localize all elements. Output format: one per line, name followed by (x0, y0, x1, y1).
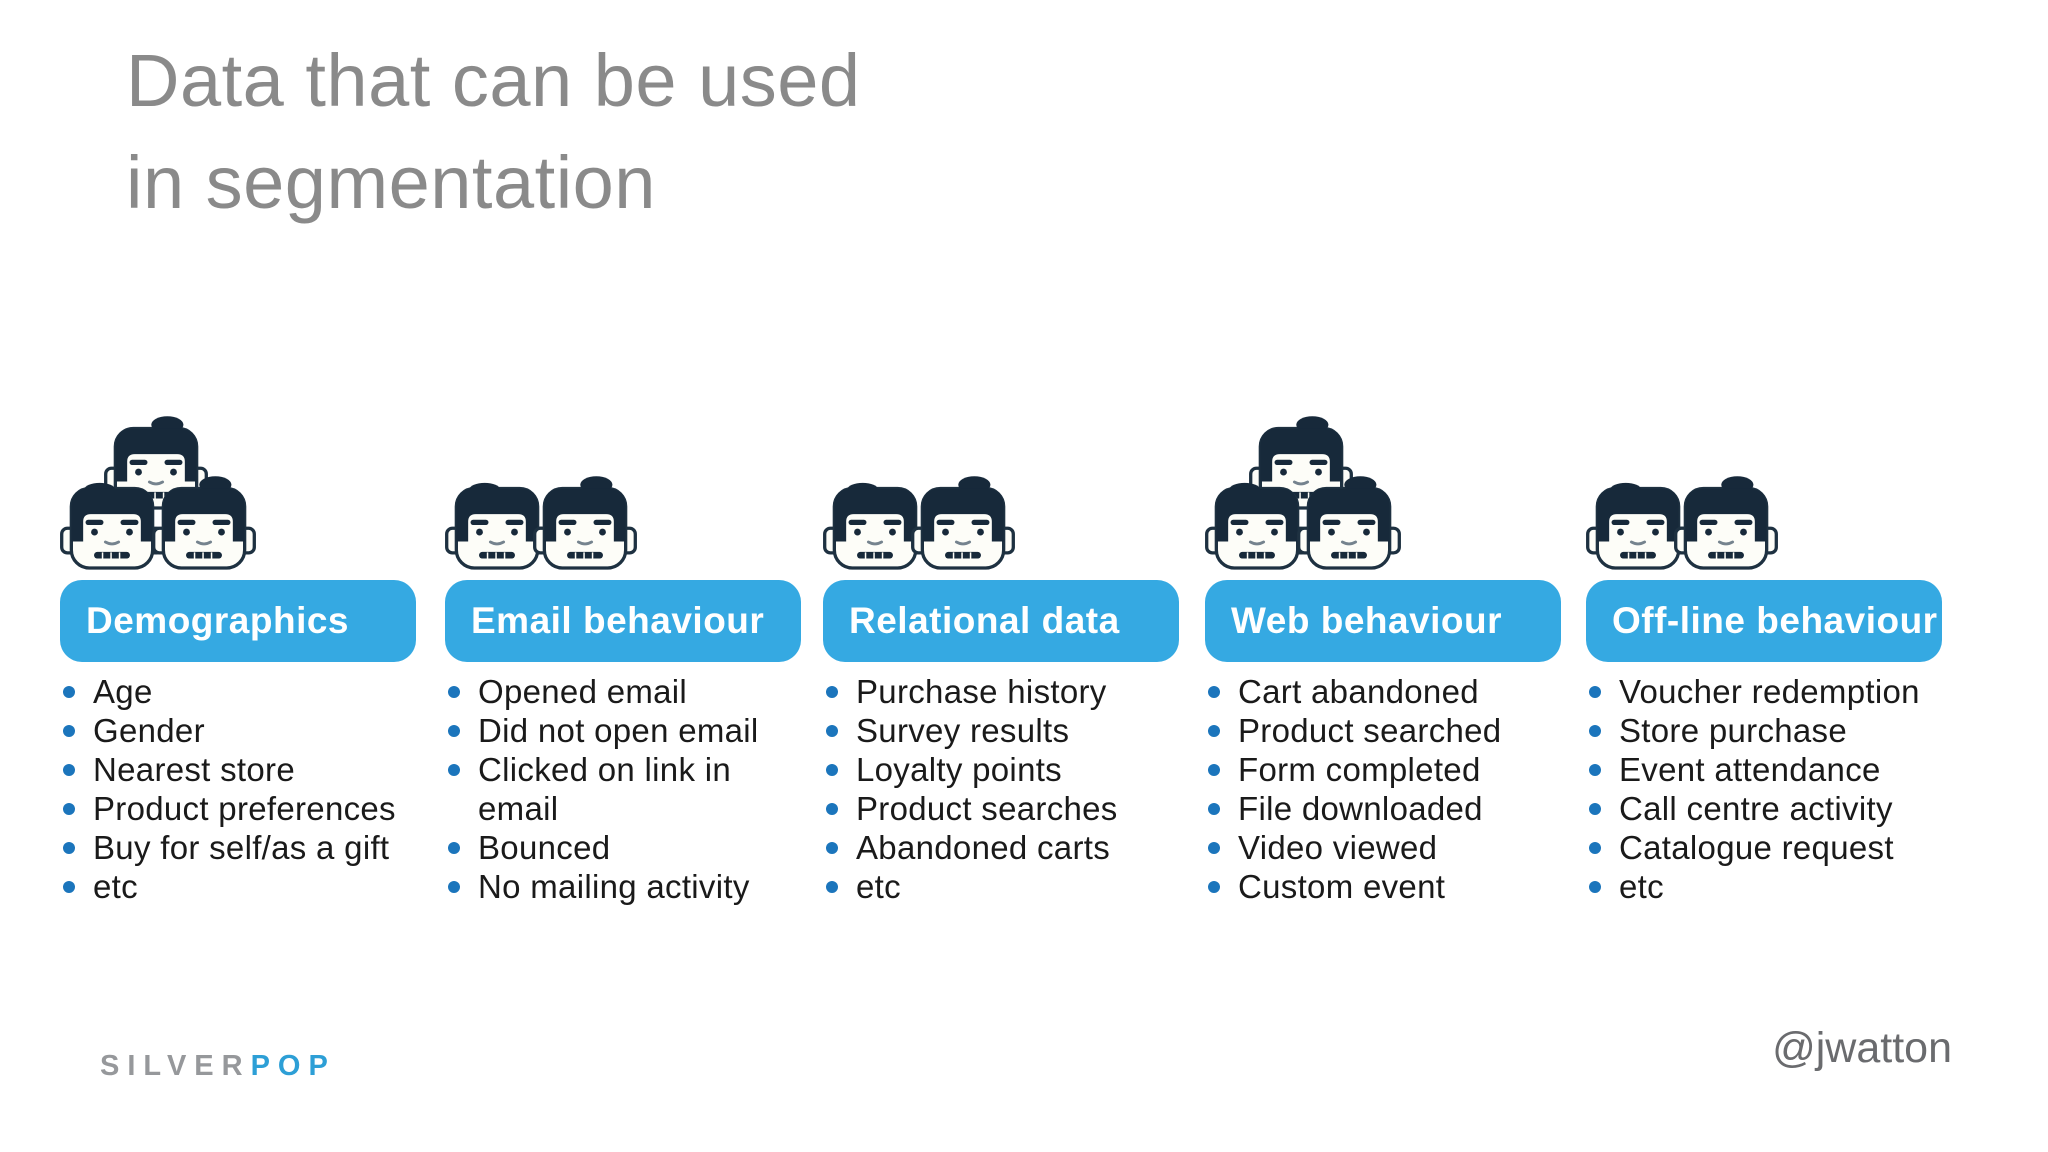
category-label: Email behaviour (471, 600, 765, 641)
list-item: Gender (60, 711, 416, 750)
category-label: Relational data (849, 600, 1120, 641)
list-item: etc (60, 867, 416, 906)
person-head-quiff-icon (911, 475, 1015, 574)
list-item: Form completed (1205, 750, 1561, 789)
category-banner: Relational data (823, 580, 1179, 662)
list-item: Bounced (445, 828, 801, 867)
list-item: Opened email (445, 672, 801, 711)
list-item: Custom event (1205, 867, 1561, 906)
list-item: Catalogue request (1586, 828, 1942, 867)
logo-silver-text: SILVER (100, 1050, 251, 1082)
list-item: Purchase history (823, 672, 1179, 711)
list-item: etc (823, 867, 1179, 906)
slide-title-line2: in segmentation (126, 141, 656, 224)
list-item: Call centre activity (1586, 789, 1942, 828)
person-head-quiff-icon (533, 475, 637, 574)
list-item: Survey results (823, 711, 1179, 750)
list-item: Buy for self/as a gift (60, 828, 416, 867)
list-item: Clicked on link in email (445, 750, 801, 828)
list-item: Voucher redemption (1586, 672, 1942, 711)
list-item: Cart abandoned (1205, 672, 1561, 711)
category-banner: Email behaviour (445, 580, 801, 662)
list-item: Did not open email (445, 711, 801, 750)
category-label: Web behaviour (1231, 600, 1503, 641)
twitter-handle: @jwatton (1772, 1024, 1952, 1072)
list-item: No mailing activity (445, 867, 801, 906)
person-head-quiff-icon (1297, 475, 1401, 574)
list-item: Nearest store (60, 750, 416, 789)
logo-pop-text: POP (250, 1050, 336, 1082)
list-item: Store purchase (1586, 711, 1942, 750)
category-banner: Off-line behaviour (1586, 580, 1942, 662)
category-label: Demographics (86, 600, 350, 641)
people-icons-group (1205, 414, 1425, 574)
slide-title: Data that can be used in segmentation (126, 30, 861, 234)
slide-title-line1: Data that can be used (126, 39, 861, 122)
list-item: Age (60, 672, 416, 711)
person-head-quiff-icon (152, 475, 256, 574)
list-item: Event attendance (1586, 750, 1942, 789)
people-icons-group (823, 414, 1043, 574)
list-item: Product searches (823, 789, 1179, 828)
list-item: Video viewed (1205, 828, 1561, 867)
list-item: Abandoned carts (823, 828, 1179, 867)
list-item: Loyalty points (823, 750, 1179, 789)
list-item: File downloaded (1205, 789, 1561, 828)
list-item: Product searched (1205, 711, 1561, 750)
category-banner: Demographics (60, 580, 416, 662)
people-icons-group (445, 414, 665, 574)
person-head-flat-icon (1205, 475, 1309, 574)
category-banner: Web behaviour (1205, 580, 1561, 662)
list-item: etc (1586, 867, 1942, 906)
list-item: Product preferences (60, 789, 416, 828)
silverpop-logo: SILVERPOP (100, 1050, 336, 1083)
category-label: Off-line behaviour (1612, 600, 1938, 641)
people-icons-group (60, 414, 280, 574)
person-head-flat-icon (60, 475, 164, 574)
people-icons-group (1586, 414, 1806, 574)
person-head-quiff-icon (1674, 475, 1778, 574)
